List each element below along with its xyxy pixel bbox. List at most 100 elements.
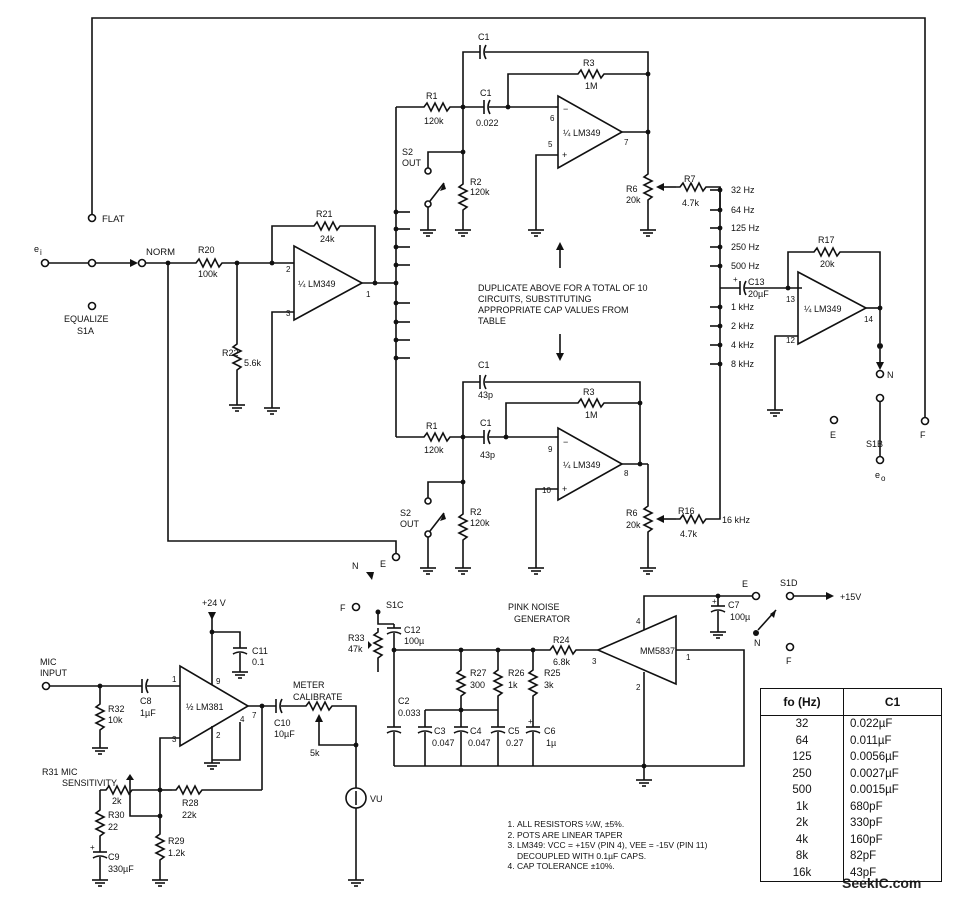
svg-text:1M: 1M bbox=[585, 81, 598, 91]
svg-text:½ LM381: ½ LM381 bbox=[186, 702, 224, 712]
svg-text:R28: R28 bbox=[182, 798, 199, 808]
svg-text:16 kHz: 16 kHz bbox=[722, 515, 751, 525]
svg-text:VU: VU bbox=[370, 794, 383, 804]
s1a-contact[interactable] bbox=[87, 258, 97, 268]
svg-text:R3: R3 bbox=[583, 58, 595, 68]
ei-label: e bbox=[34, 244, 39, 254]
note-item: CAP TOLERANCE ±10%. bbox=[517, 861, 717, 872]
note-item: LM349: VCC = +15V (PIN 4), VEE = -15V (P… bbox=[517, 840, 717, 861]
svg-text:R17: R17 bbox=[818, 235, 835, 245]
svg-text:F: F bbox=[786, 656, 792, 666]
svg-text:47k: 47k bbox=[348, 644, 363, 654]
svg-text:1µ: 1µ bbox=[546, 738, 556, 748]
svg-text:R33: R33 bbox=[348, 633, 365, 643]
svg-text:6: 6 bbox=[550, 114, 555, 123]
freq-tap-label: 32 Hz bbox=[731, 185, 755, 195]
table-cell-fo: 125 bbox=[760, 749, 844, 766]
svg-text:20k: 20k bbox=[820, 259, 835, 269]
table-header-c1: C1 bbox=[843, 688, 942, 716]
table-cell-fo: 500 bbox=[760, 782, 844, 799]
svg-text:1.2k: 1.2k bbox=[168, 848, 186, 858]
mic-input-terminal[interactable] bbox=[41, 681, 51, 691]
svg-text:0.047: 0.047 bbox=[432, 738, 455, 748]
svg-text:C1: C1 bbox=[480, 418, 492, 428]
svg-text:C1: C1 bbox=[478, 32, 490, 42]
svg-text:C12: C12 bbox=[404, 625, 421, 635]
svg-text:100µ: 100µ bbox=[730, 612, 750, 622]
equalize-contact bbox=[87, 301, 97, 311]
svg-text:100µ: 100µ bbox=[404, 636, 424, 646]
svg-text:C9: C9 bbox=[108, 852, 120, 862]
table-cell-fo: 32 bbox=[760, 715, 844, 733]
table-cell-fo: 4k bbox=[760, 831, 844, 848]
s2-switch-top[interactable] bbox=[424, 200, 432, 208]
svg-text:300: 300 bbox=[470, 680, 485, 690]
svg-text:2: 2 bbox=[286, 265, 291, 274]
table-cell-c1: 330pF bbox=[843, 815, 942, 832]
svg-text:13: 13 bbox=[786, 295, 795, 304]
svg-text:22k: 22k bbox=[182, 810, 197, 820]
output-section: R17 20k ¼ LM349 13 12 14 N S1B e o E F bbox=[766, 235, 930, 483]
svg-text:R7: R7 bbox=[684, 174, 696, 184]
svg-text:PINK NOISE: PINK NOISE bbox=[508, 602, 560, 612]
svg-text:C4: C4 bbox=[470, 726, 482, 736]
svg-text:i: i bbox=[40, 248, 42, 257]
svg-text:12: 12 bbox=[786, 336, 795, 345]
svg-text:METER: METER bbox=[293, 680, 325, 690]
svg-text:9: 9 bbox=[548, 445, 553, 454]
output-terminal[interactable] bbox=[875, 455, 885, 465]
norm-contact bbox=[137, 258, 147, 268]
svg-text:7: 7 bbox=[624, 138, 629, 147]
n-contact bbox=[875, 369, 885, 379]
svg-text:+: + bbox=[733, 275, 738, 284]
svg-text:2k: 2k bbox=[112, 796, 122, 806]
svg-text:C11: C11 bbox=[252, 646, 268, 656]
svg-text:4.7k: 4.7k bbox=[680, 529, 698, 539]
table-cell-c1: 43pF bbox=[843, 864, 942, 882]
svg-text:20k: 20k bbox=[626, 520, 641, 530]
svg-text:R2: R2 bbox=[470, 177, 482, 187]
svg-text:o: o bbox=[881, 474, 886, 483]
svg-text:S1B: S1B bbox=[866, 439, 883, 449]
table-cell-fo: 64 bbox=[760, 732, 844, 749]
svg-text:330µF: 330µF bbox=[108, 864, 134, 874]
svg-text:C7: C7 bbox=[728, 600, 740, 610]
svg-text:24k: 24k bbox=[320, 234, 335, 244]
svg-text:3: 3 bbox=[592, 657, 597, 666]
svg-text:R25: R25 bbox=[544, 668, 561, 678]
svg-text:F: F bbox=[340, 603, 346, 613]
svg-text:S1C: S1C bbox=[386, 600, 404, 610]
input-terminal[interactable] bbox=[40, 258, 50, 268]
s2-switch-bottom[interactable] bbox=[424, 530, 432, 538]
svg-text:1k: 1k bbox=[508, 680, 518, 690]
svg-text:5.6k: 5.6k bbox=[244, 358, 262, 368]
svg-text:20k: 20k bbox=[626, 195, 641, 205]
freq-tap-label: 500 Hz bbox=[731, 261, 760, 271]
svg-text:R6: R6 bbox=[626, 508, 638, 518]
table-cell-c1: 0.0015µF bbox=[843, 782, 942, 799]
svg-text:14: 14 bbox=[864, 315, 873, 324]
svg-text:C1: C1 bbox=[478, 360, 490, 370]
flat-contact bbox=[87, 213, 97, 223]
svg-text:0.1: 0.1 bbox=[252, 657, 265, 667]
table-cell-fo: 250 bbox=[760, 765, 844, 782]
freq-tap-label: 64 Hz bbox=[731, 205, 755, 215]
svg-text:INPUT: INPUT bbox=[40, 668, 68, 678]
svg-text:E: E bbox=[742, 579, 748, 589]
svg-text:S2: S2 bbox=[402, 147, 413, 157]
svg-text:S2: S2 bbox=[400, 508, 411, 518]
svg-text:N: N bbox=[887, 370, 894, 380]
svg-text:R32: R32 bbox=[108, 704, 125, 714]
duplicate-note: DUPLICATE ABOVE FOR A TOTAL OF 10 CIRCUI… bbox=[478, 283, 648, 326]
svg-text:43p: 43p bbox=[480, 450, 495, 460]
svg-text:0.033: 0.033 bbox=[398, 708, 421, 718]
svg-text:MIC: MIC bbox=[40, 657, 57, 667]
svg-text:¼ LM349: ¼ LM349 bbox=[298, 279, 336, 289]
svg-text:20µF: 20µF bbox=[748, 289, 769, 299]
svg-text:+: + bbox=[90, 843, 95, 852]
